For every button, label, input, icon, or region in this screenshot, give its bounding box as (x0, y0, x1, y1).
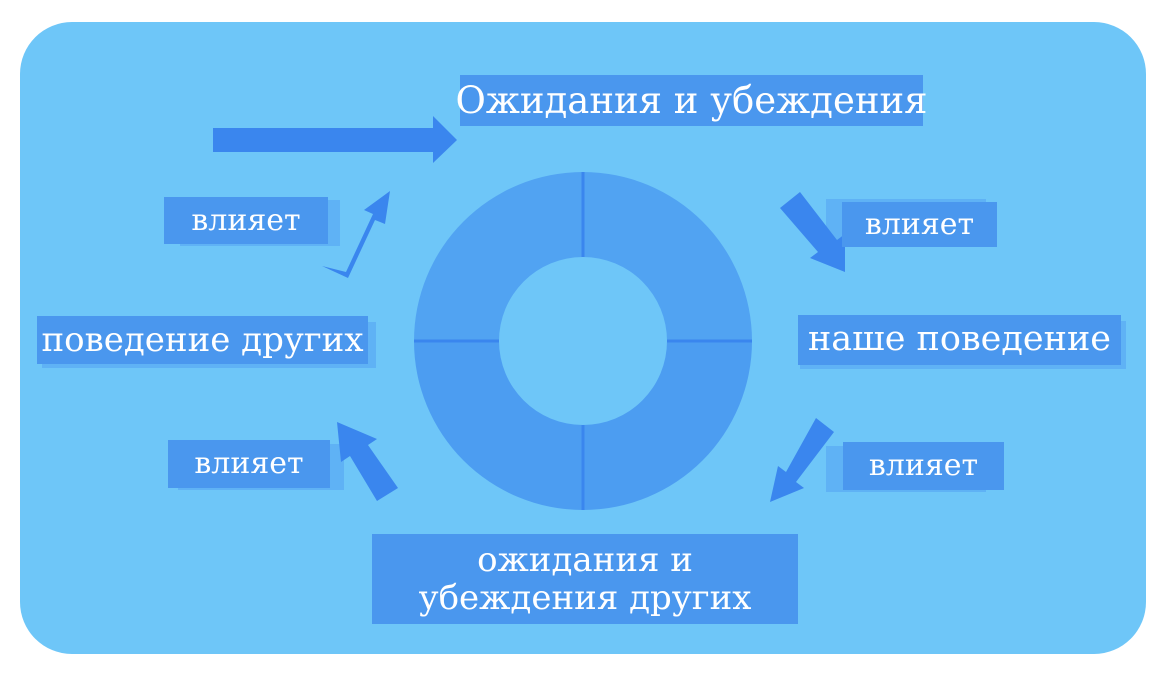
cycle-ring (414, 172, 752, 510)
ring-segment-bottom-right (583, 341, 752, 510)
arrow-up-left-bottom-left (337, 422, 398, 501)
our-behavior-label: наше поведение (798, 315, 1121, 365)
others-behavior-label: поведение других (37, 316, 368, 364)
ring-segment-bottom-left (414, 341, 583, 510)
influence-label-bottom-left: влияет (168, 440, 330, 488)
influence-label-top-right: влияет (842, 202, 997, 247)
arrow-down-right-top-right (780, 192, 845, 272)
expectations-beliefs-label: Ожидания и убеждения (455, 75, 928, 126)
arrow-up-right-top-left (322, 191, 390, 278)
arrow-left-to-top-label (213, 116, 457, 163)
influence-label-bottom-right: влияет (843, 442, 1004, 490)
arrow-down-left-bottom-right (770, 418, 834, 502)
ring-segment-top-left (414, 172, 583, 341)
ring-segment-top-right (583, 172, 752, 341)
influence-label-top-left: влияет (164, 197, 328, 244)
others-expectations-beliefs-label: ожидания и убеждения другиx (372, 534, 798, 624)
